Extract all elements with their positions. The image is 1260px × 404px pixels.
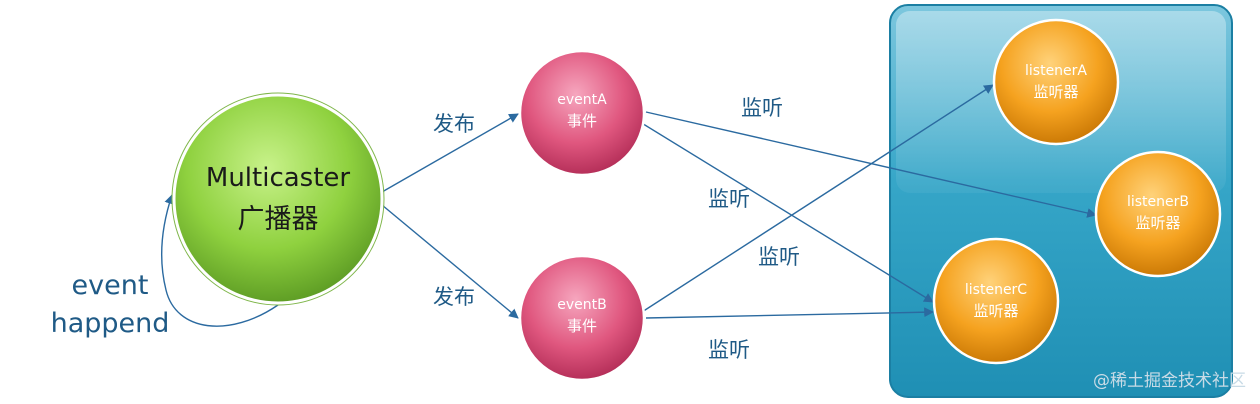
node-event-b: eventB 事件 xyxy=(518,254,646,382)
edge-label-listen-b-c: 监听 xyxy=(708,338,750,362)
node-listener-c-title: listenerC xyxy=(965,282,1027,298)
edge-label-publish-a: 发布 xyxy=(433,112,475,136)
node-event-a: eventA 事件 xyxy=(518,49,646,177)
trigger-label-line1: event xyxy=(72,270,149,301)
watermark: @稀土掘金技术社区 xyxy=(1093,371,1246,391)
node-event-b-title: eventB xyxy=(557,297,606,313)
edge-eventB-listenerC xyxy=(645,307,934,319)
node-event-a-subtitle: 事件 xyxy=(567,112,597,130)
node-event-a-title: eventA xyxy=(557,92,607,108)
edge-multicaster-eventB xyxy=(381,204,519,319)
node-listener-b-subtitle: 监听器 xyxy=(1135,214,1180,232)
node-listener-a: listenerA 监听器 xyxy=(992,18,1120,146)
edge-label-publish-b: 发布 xyxy=(433,285,475,309)
node-multicaster-title: Multicaster xyxy=(206,163,351,193)
edge-multicaster-eventA xyxy=(381,113,519,193)
edges xyxy=(161,84,1097,327)
edge-eventA-listenerC xyxy=(639,121,934,303)
node-listener-a-title: listenerA xyxy=(1025,63,1087,79)
edge-eventB-listenerA xyxy=(641,84,994,313)
node-listener-b-title: listenerB xyxy=(1127,194,1189,210)
node-event-b-subtitle: 事件 xyxy=(567,317,597,335)
trigger-label-line2: happend xyxy=(51,308,170,339)
node-multicaster: Multicaster 广播器 xyxy=(171,92,385,306)
edge-label-listen-a-b: 监听 xyxy=(741,96,783,120)
node-listener-b: listenerB 监听器 xyxy=(1094,150,1222,278)
node-listener-a-subtitle: 监听器 xyxy=(1033,83,1078,101)
node-listener-c-subtitle: 监听器 xyxy=(973,302,1018,320)
node-listener-c: listenerC 监听器 xyxy=(932,237,1060,365)
edge-trigger-loop xyxy=(161,194,279,327)
edge-label-listen-a-c: 监听 xyxy=(708,187,750,211)
node-multicaster-subtitle: 广播器 xyxy=(238,204,319,235)
edge-label-listen-b-a: 监听 xyxy=(758,245,800,269)
